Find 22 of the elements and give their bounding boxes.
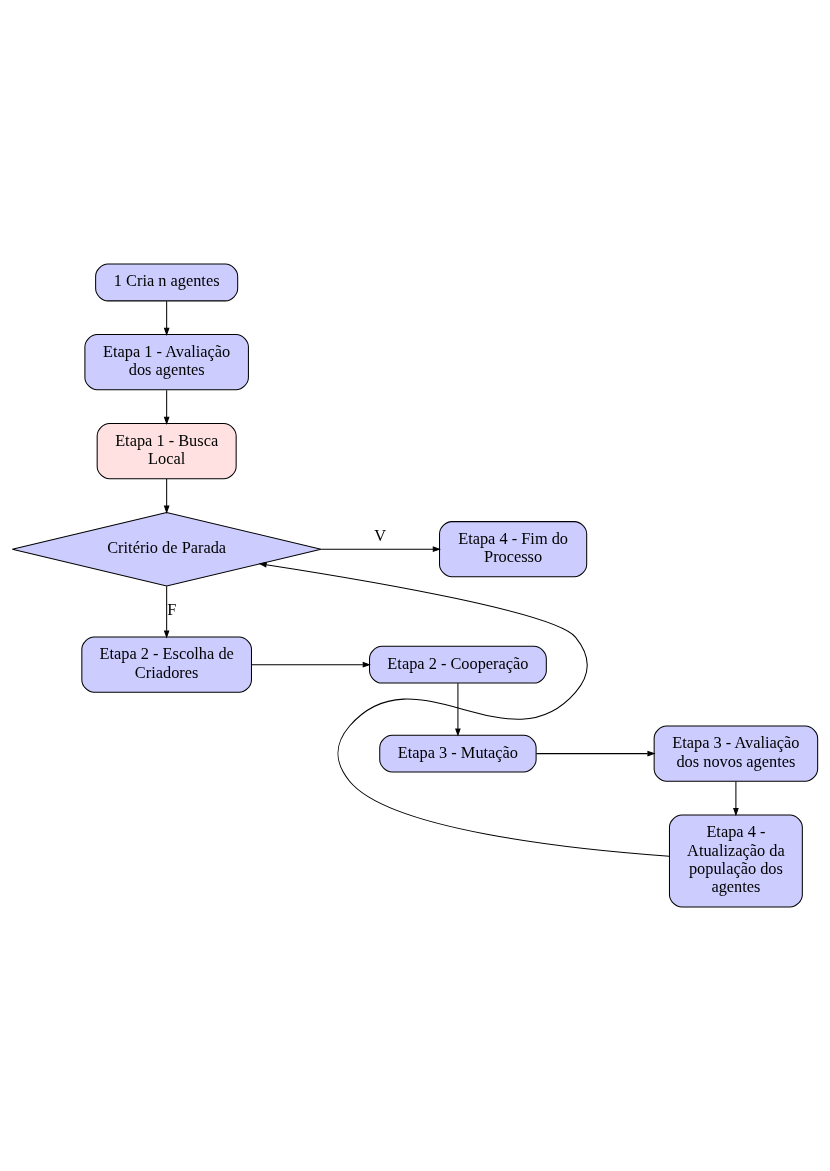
node-box: Etapa 1 - Busca Local: [96, 423, 237, 480]
node-box: Etapa 2 - Cooperação: [369, 645, 547, 684]
arrow: [733, 780, 739, 817]
edge-label: F: [167, 600, 177, 620]
arrow: [163, 300, 170, 336]
edge-label: V: [374, 525, 387, 545]
arrow: [535, 750, 656, 757]
node-box: Etapa 4 - Fim do Processo: [439, 521, 588, 578]
arrow: [251, 661, 371, 668]
node-box: Etapa 3 - Mutação: [379, 734, 537, 773]
node-box: Etapa 3 - Avaliação dos novos agentes: [653, 725, 819, 782]
node-box: 1 Cria n agentes: [95, 263, 239, 302]
arrow: [320, 546, 441, 553]
node-box: Etapa 2 - Escolha de Criadores: [81, 636, 252, 693]
node-box: Etapa 1 - Avaliação dos agentes: [84, 334, 249, 391]
arrow: [163, 478, 170, 514]
node-box: Etapa 4 - Atualização da população dos agentes: [668, 814, 803, 908]
arrow: [258, 561, 670, 857]
arrow: [455, 682, 461, 737]
arrow: [163, 389, 170, 425]
node-diamond: Critério de Parada: [11, 511, 322, 587]
arrow: [163, 585, 170, 639]
